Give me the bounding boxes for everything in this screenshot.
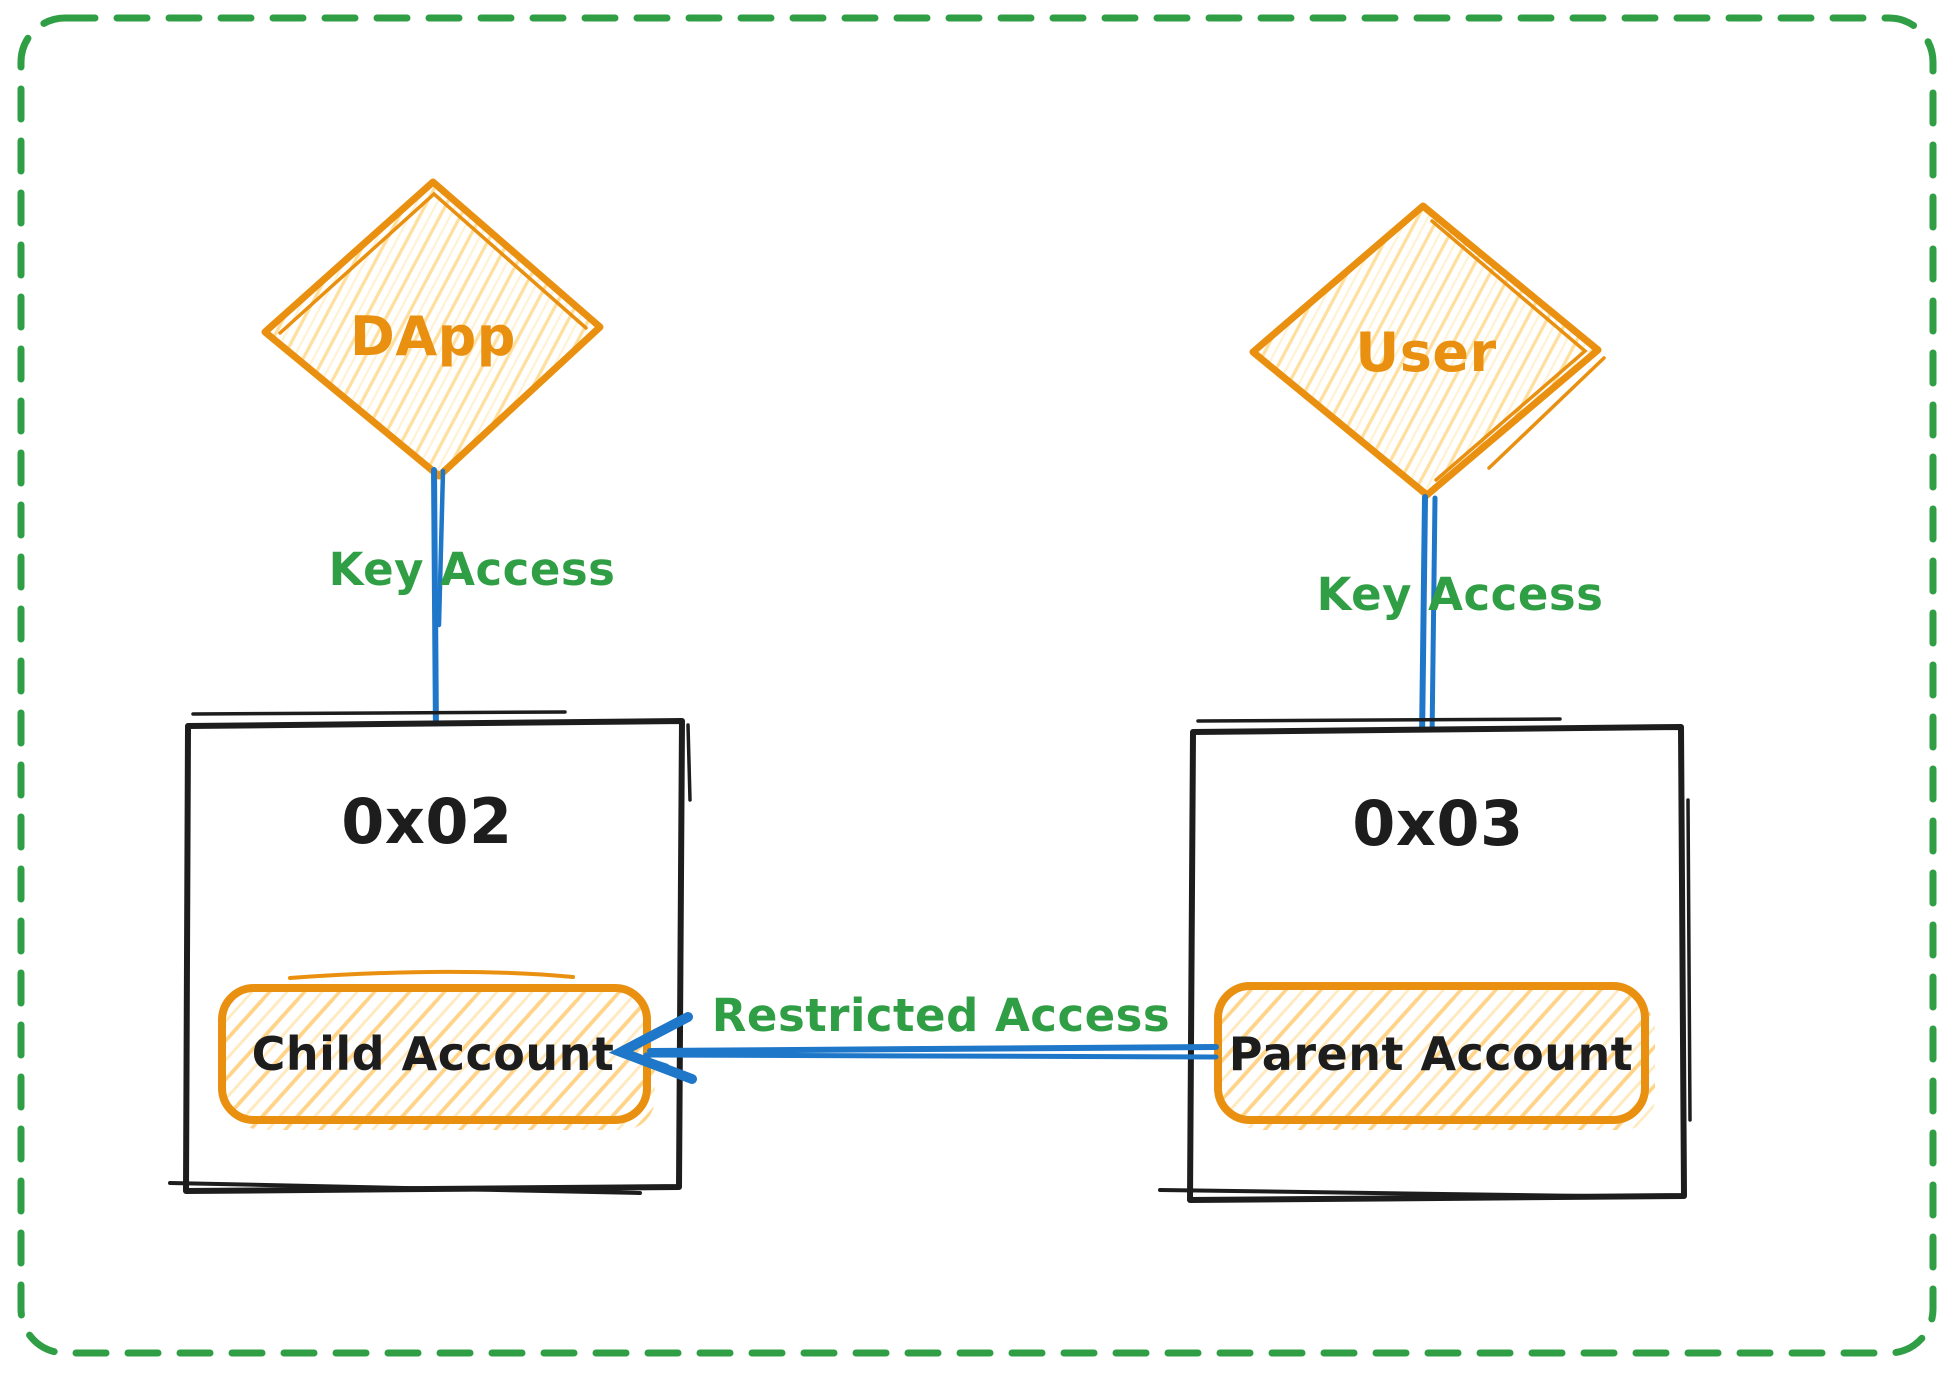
wallet-box-0x02-sketch-top — [191, 710, 567, 716]
child-account-pill: Child Account — [218, 969, 655, 1130]
dashed-frame-border — [17, 14, 1937, 1357]
restricted-access-label: Restricted Access — [712, 989, 1170, 1042]
user-label: User — [1355, 321, 1496, 384]
parent-account-pill: Parent Account — [1214, 982, 1655, 1130]
edge-parent-to-child: Restricted Access — [608, 989, 1219, 1084]
user-diamond-sketch-accent — [1430, 219, 1588, 482]
restricted-access-line-double — [643, 1052, 1219, 1060]
dapp-key-access-line — [431, 467, 439, 737]
parent-account-shape — [1214, 982, 1649, 1124]
parent-account-label: Parent Account — [1229, 1027, 1633, 1081]
wallet-box-0x03-sketch-top — [1196, 717, 1562, 723]
dapp-key-access-label: Key Access — [329, 543, 616, 596]
wallet-box-0x02: 0x02 Child Account — [168, 710, 692, 1195]
dapp-diamond-sketch-accent — [278, 191, 588, 335]
dapp-key-access-line-double — [436, 468, 446, 628]
edge-user-to-0x03: Key Access — [1317, 494, 1604, 743]
wallet-box-0x02-sketch-bottom — [168, 1181, 642, 1195]
child-account-sketch-top — [288, 969, 575, 980]
user-key-access-line-double — [1429, 495, 1438, 742]
user-diamond-node: User — [1249, 202, 1606, 499]
dapp-diamond-node: DApp — [261, 178, 604, 480]
wallet-0x03-address: 0x03 — [1352, 787, 1523, 860]
child-account-label: Child Account — [252, 1027, 615, 1081]
user-diamond-sketch-stray — [1487, 356, 1606, 470]
dapp-diamond-shape — [261, 178, 604, 480]
wallet-box-0x02-sketch-right — [686, 723, 692, 802]
dapp-label: DApp — [350, 305, 516, 368]
user-key-access-label: Key Access — [1317, 568, 1604, 621]
wallet-box-0x03-sketch-right — [1686, 798, 1692, 1122]
wallet-box-0x03: 0x03 Parent Account — [1158, 717, 1692, 1203]
edge-dapp-to-0x02: Key Access — [329, 467, 616, 737]
wallet-0x02-address: 0x02 — [341, 785, 512, 858]
wallet-box-0x03-sketch-bottom — [1158, 1188, 1662, 1199]
restricted-access-arrowhead-inner — [614, 1025, 670, 1071]
restricted-access-line — [647, 1044, 1219, 1054]
user-key-access-line — [1419, 494, 1428, 743]
